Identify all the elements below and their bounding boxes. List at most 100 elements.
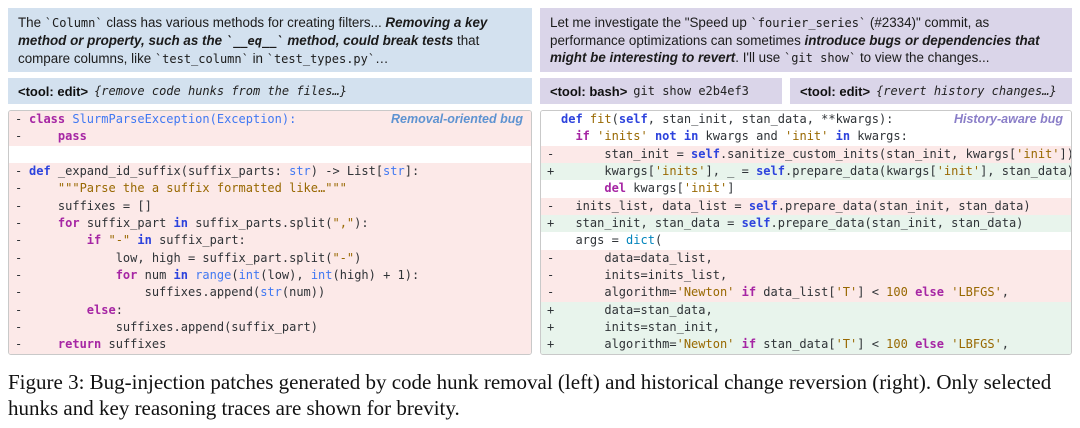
tool-edit-args: {remove code hunks from the files…} (94, 84, 347, 98)
diff-marker: - (15, 250, 23, 265)
code-line: + kwargs['inits'], _ = self.prepare_data… (541, 163, 1071, 181)
code-line: - inits=inits_list, (541, 267, 1071, 285)
diff-marker: - (15, 164, 23, 179)
right-reasoning-box: Let me investigate the "Speed up `fourie… (540, 8, 1072, 72)
code-line: - data=data_list, (541, 249, 1071, 268)
diff-marker: - (547, 285, 555, 300)
code-token: args = (561, 233, 627, 248)
code-line: - stan_init = self.sanitize_custom_inits… (541, 145, 1071, 164)
code-token (29, 303, 87, 317)
code-token: suffixes.append( (29, 285, 261, 300)
code-line: - low, high = suffix_part.split("-") (9, 249, 531, 268)
code-token: ]) (1059, 146, 1071, 161)
text-segment: `test_column` (154, 52, 249, 66)
code-token: fit (589, 112, 612, 126)
text-segment: (#2334)" commit, as performance optimiza… (550, 15, 990, 48)
code-token: (high) + 1): (332, 268, 420, 283)
diff-marker: + (547, 164, 555, 179)
code-token: ] (727, 181, 735, 196)
text-segment: . I'll use (735, 50, 784, 65)
code-line: - suffixes = [] (9, 197, 531, 216)
diff-marker: - (15, 112, 23, 126)
left-code-diff-panel: Removal-oriented bug -class SlurmParseEx… (8, 110, 532, 355)
code-line: - suffixes.append(suffix_part) (9, 319, 531, 337)
text-segment: class has various methods for creating f… (102, 15, 386, 30)
diff-marker: - (15, 320, 23, 335)
diff-marker: - (15, 302, 23, 317)
diff-marker: - (15, 216, 23, 231)
code-token: suffix_parts.split( (187, 216, 333, 231)
code-token: self (691, 146, 720, 161)
code-token: int (310, 268, 333, 283)
figure-caption: Figure 3: Bug-injection patches generate… (8, 370, 1052, 420)
code-token: algorithm= (561, 337, 677, 352)
tool-bash-label: <tool: bash> (550, 83, 628, 99)
code-token: data=stan_data, (561, 302, 713, 317)
diff-marker: + (547, 320, 555, 335)
code-token: not in (654, 129, 699, 144)
code-line (9, 145, 531, 164)
code-token: suffixes.append(suffix_part) (29, 320, 318, 335)
diff-marker: - (15, 268, 23, 283)
code-token: 100 (886, 285, 908, 300)
code-token: in (835, 129, 851, 144)
code-token: ]: (404, 164, 420, 179)
code-token: in (173, 216, 188, 231)
code-token: stan_init, stan_data = (561, 216, 742, 231)
code-token: 100 (886, 337, 908, 352)
diff-marker: + (547, 216, 555, 231)
code-token: data=data_list, (561, 250, 713, 265)
code-line: + inits=stan_init, (541, 319, 1071, 337)
code-token (29, 268, 116, 282)
code-token: (num)) (281, 285, 326, 300)
diff-marker: + (547, 302, 555, 317)
code-line: args = dict( (541, 232, 1071, 250)
code-token: .sanitize_custom_inits(stan_init, kwargs… (719, 146, 1017, 161)
code-token: ( (611, 112, 619, 126)
code-token: .prepare_data(stan_init, stan_data) (770, 216, 1024, 231)
code-token: ) (354, 250, 362, 265)
code-line: -def _expand_id_suffix(suffix_parts: str… (9, 163, 531, 181)
code-token (734, 337, 741, 351)
code-token: def (29, 164, 51, 179)
code-token: , (1001, 337, 1010, 352)
code-token: low, high = suffix_part.split( (29, 250, 333, 265)
code-token: ], _ = (705, 164, 757, 179)
code-token: in (137, 233, 152, 248)
removal-oriented-bug-label: Removal-oriented bug (391, 112, 523, 126)
diff-marker (547, 111, 561, 128)
code-token: dict (626, 233, 655, 248)
code-token: ] < (857, 337, 887, 352)
code-token: suffix_part: (151, 233, 246, 248)
code-token (828, 129, 835, 143)
code-line: + data=stan_data, (541, 301, 1071, 320)
code-token: "," (332, 216, 355, 231)
code-token (561, 129, 575, 143)
left-reasoning-box: The `Column` class has various methods f… (8, 8, 532, 72)
code-line: if 'inits' not in kwargs and 'init' in k… (541, 128, 1071, 146)
diff-marker: - (547, 198, 555, 213)
code-line: - for suffix_part in suffix_parts.split(… (9, 215, 531, 233)
diff-marker: - (15, 233, 23, 248)
diff-marker (15, 146, 29, 163)
code-line: - """Parse the a suffix formatted like…"… (9, 180, 531, 198)
code-token (583, 112, 590, 126)
code-token: self (748, 198, 778, 213)
code-token: del (604, 181, 627, 196)
right-tool-bash-bar: <tool: bash> git show e2b4ef3 (540, 78, 782, 104)
code-token: if (86, 233, 102, 248)
code-line: -class SlurmParseException(Exception): (9, 111, 531, 129)
code-token: for (115, 268, 138, 283)
code-token: class (29, 112, 66, 126)
code-token: ( (654, 233, 663, 248)
code-token: data_list[ (756, 285, 836, 300)
code-token: .prepare_data(kwargs[ (784, 164, 937, 179)
right-tool-edit-bar: <tool: edit> {revert history changes…} (790, 78, 1072, 104)
right-code-diff-panel: History-aware bug def fit(self, stan_ini… (540, 110, 1072, 355)
text-segment: `git show` (783, 51, 857, 65)
code-token: , (1001, 285, 1010, 300)
code-token (29, 216, 58, 230)
code-token: for (57, 216, 80, 231)
code-token (561, 181, 604, 195)
